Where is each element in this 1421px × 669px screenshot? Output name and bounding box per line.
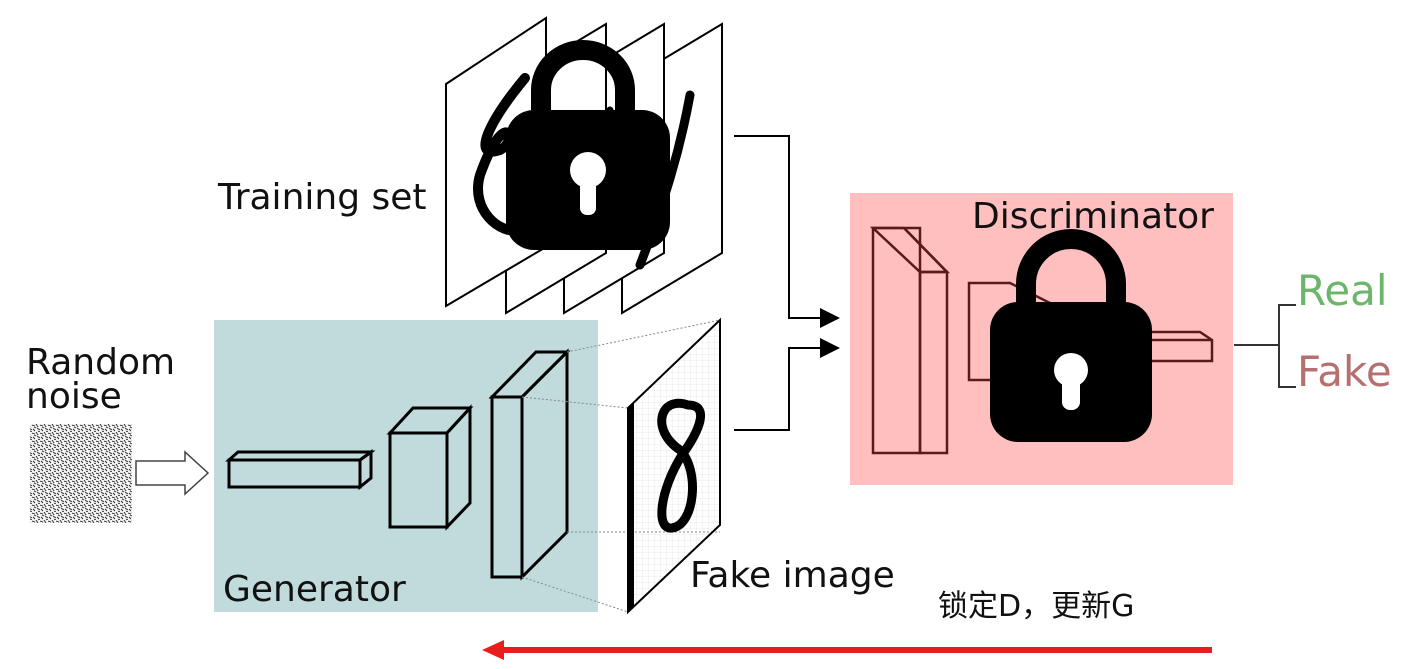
generator-layer-1 (225, 449, 376, 491)
real-label: Real (1297, 266, 1388, 315)
random-noise-label-2: noise (26, 376, 122, 417)
random-noise-image (30, 424, 132, 523)
output-bracket (1234, 304, 1296, 388)
random-noise-label-1: Random (26, 342, 175, 383)
generator-label: Generator (223, 569, 406, 610)
fake-image-label: Fake image (690, 555, 895, 596)
fake-image (627, 317, 721, 615)
fake-to-discriminator-arrow (734, 338, 840, 431)
lock-icon (506, 40, 670, 250)
generator-layer-2 (386, 404, 474, 531)
fake-output-label: Fake (1297, 347, 1392, 396)
training-to-discriminator-arrow (734, 135, 840, 328)
update-direction-arrow (482, 640, 1212, 660)
discriminator-layer-1 (869, 226, 950, 455)
discriminator-label: Discriminator (972, 196, 1214, 237)
training-set-label: Training set (217, 177, 427, 218)
lock-icon (990, 229, 1152, 442)
noise-input-arrow (135, 450, 210, 496)
caption-label: 锁定D，更新G (938, 589, 1134, 624)
